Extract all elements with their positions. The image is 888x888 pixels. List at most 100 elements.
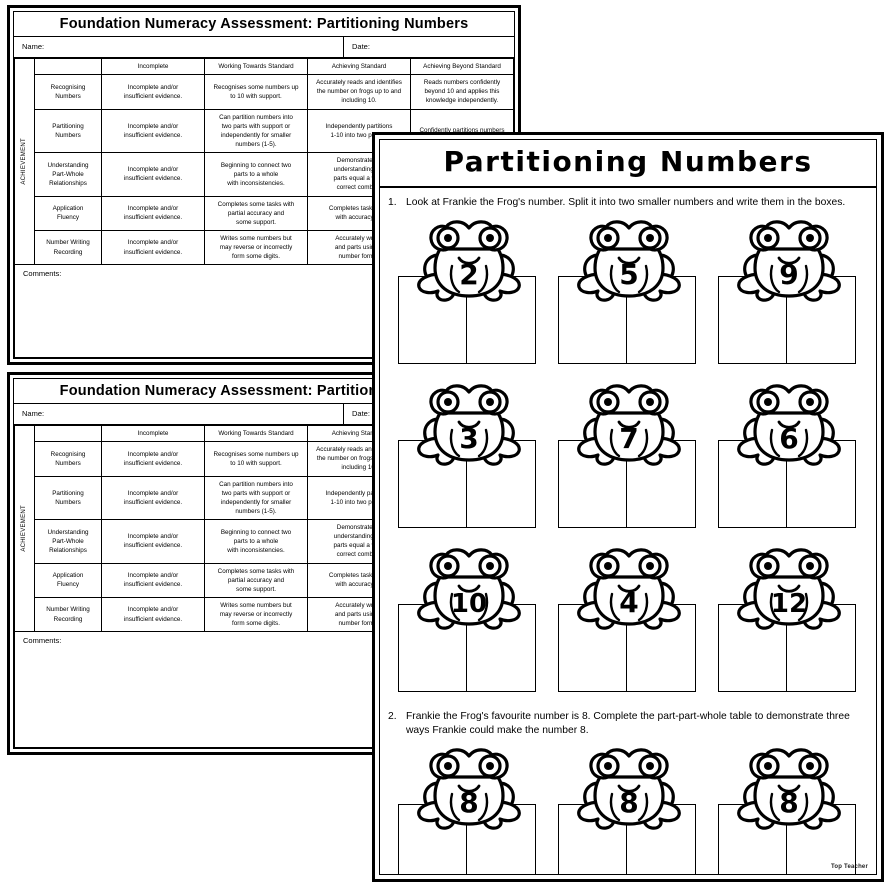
date-field[interactable]: Date:: [352, 42, 370, 51]
frog-icon: 5: [577, 220, 681, 302]
column-header-working-towards: Working Towards Standard: [204, 424, 308, 443]
frog-partition-cell[interactable]: 5: [553, 214, 703, 374]
frog-grid-question-2: 8 8: [380, 738, 876, 874]
frog-partition-cell[interactable]: 4: [553, 542, 703, 702]
frog-partition-cell[interactable]: 6: [713, 378, 863, 538]
question-1-number: 1.: [388, 197, 397, 208]
frog-icon: 8: [577, 747, 681, 830]
frog-number: 6: [779, 422, 798, 455]
strand-label: ACHIEVEMENT: [21, 138, 28, 185]
name-field[interactable]: Name:: [14, 404, 344, 424]
worksheet-inner: Partitioning Numbers 1. Look at Frankie …: [379, 139, 877, 875]
criterion-label: Number Writing Recording: [34, 229, 102, 266]
frog-partition-cell[interactable]: 8: [713, 742, 863, 874]
column-header-incomplete: Incomplete: [101, 57, 205, 76]
frog-partition-cell[interactable]: 12: [713, 542, 863, 702]
question-2-text: Frankie the Frog's favourite number is 8…: [406, 710, 850, 736]
column-header-working-towards: Working Towards Standard: [204, 57, 308, 76]
name-field[interactable]: Name:: [14, 37, 344, 57]
criterion-label: Application Fluency: [34, 195, 102, 231]
assessment-title: Foundation Numeracy Assessment: Partitio…: [14, 12, 514, 37]
criterion-label: Number Writing Recording: [34, 596, 102, 633]
frog-number: 2: [459, 258, 478, 291]
frog-number: 8: [459, 786, 478, 819]
rubric-header-row: ACHIEVEMENT Incomplete Working Towards S…: [14, 57, 514, 266]
frog-icon: 8: [737, 747, 841, 830]
column-header-beyond: Achieving Beyond Standard: [410, 57, 514, 76]
name-date-row: Name: Date:: [14, 404, 514, 425]
frog-icon: 10: [417, 548, 521, 630]
frog-number: 8: [619, 786, 638, 819]
frog-icon: 4: [577, 548, 681, 630]
frog-icon: 12: [737, 548, 841, 630]
date-field[interactable]: Date:: [352, 409, 370, 418]
assessment-title: Foundation Numeracy Assessment: Partitio…: [14, 379, 514, 404]
frog-grid-question-1: 2 5: [380, 210, 876, 702]
frog-icon: 8: [417, 747, 521, 830]
frog-icon: 7: [577, 384, 681, 466]
criterion-label: Application Fluency: [34, 562, 102, 598]
frog-number: 3: [459, 422, 478, 455]
strand-cell: ACHIEVEMENT: [14, 424, 35, 633]
frog-number: 9: [779, 258, 798, 291]
frog-number: 5: [619, 258, 638, 291]
frog-number: 7: [619, 422, 638, 455]
frog-partition-cell[interactable]: 8: [393, 742, 543, 874]
frog-partition-cell[interactable]: 2: [393, 214, 543, 374]
column-header-achieving: Achieving Standard: [307, 57, 411, 76]
page-title: Partitioning Numbers: [380, 140, 876, 188]
frog-icon: 2: [417, 220, 521, 302]
frog-partition-cell[interactable]: 9: [713, 214, 863, 374]
question-1-text: Look at Frankie the Frog's number. Split…: [406, 197, 846, 208]
frog-partition-cell[interactable]: 3: [393, 378, 543, 538]
frog-icon: 6: [737, 384, 841, 466]
frog-number: 12: [771, 589, 807, 619]
question-2-number: 2.: [388, 710, 397, 722]
frog-partition-cell[interactable]: 7: [553, 378, 703, 538]
brand-label: Top Teacher: [831, 864, 868, 870]
strand-cell: ACHIEVEMENT: [14, 57, 35, 266]
question-2: 2. Frankie the Frog's favourite number i…: [380, 702, 876, 738]
strand-label: ACHIEVEMENT: [21, 505, 28, 552]
partitioning-worksheet: Partitioning Numbers 1. Look at Frankie …: [372, 132, 884, 882]
frog-icon: 9: [737, 220, 841, 302]
frog-partition-cell[interactable]: 8: [553, 742, 703, 874]
criterion-header-blank: [34, 57, 102, 76]
column-header-incomplete: Incomplete: [101, 424, 205, 443]
frog-partition-cell[interactable]: 10: [393, 542, 543, 702]
frog-icon: 3: [417, 384, 521, 466]
frog-number: 10: [451, 589, 487, 619]
frog-number: 8: [779, 786, 798, 819]
criterion-header-blank: [34, 424, 102, 443]
